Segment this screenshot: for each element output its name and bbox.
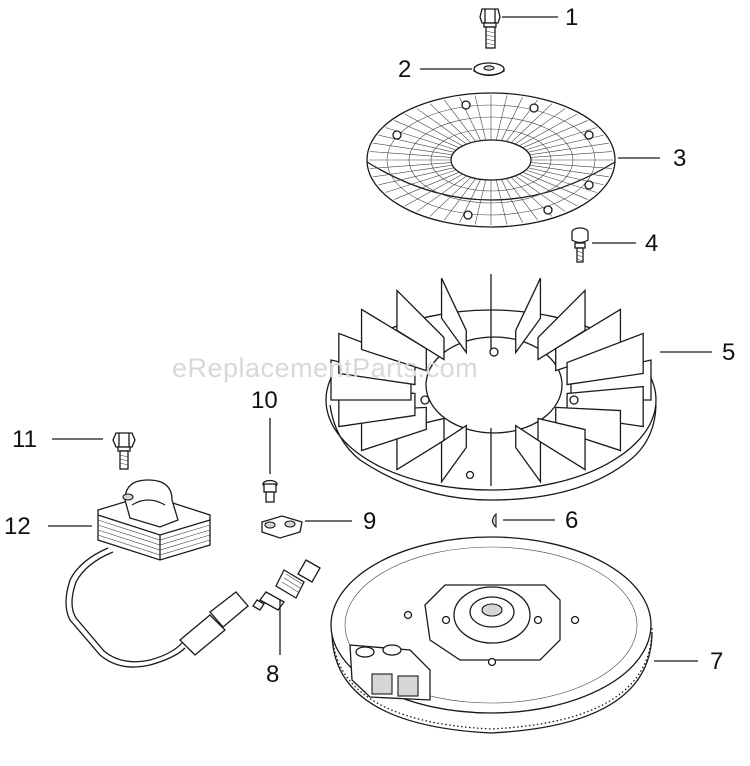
screen-spoke (373, 142, 453, 156)
screen-spoke (474, 179, 487, 225)
screen-spoke (495, 95, 508, 141)
screen-spoke (444, 178, 476, 221)
screen-spoke (370, 151, 452, 158)
leader-lines (48, 16, 712, 662)
screen-spoke (474, 95, 487, 141)
screen-spoke (378, 167, 455, 186)
screen-spoke (519, 113, 578, 147)
fan-blade (515, 277, 542, 355)
screen-spoke (394, 120, 460, 149)
callout-3[interactable]: 3 (673, 145, 687, 172)
callout-4[interactable]: 4 (645, 230, 659, 257)
callout-8[interactable]: 8 (266, 661, 280, 688)
screen-spoke (416, 175, 467, 212)
screen-spoke (506, 178, 538, 221)
screen-spoke (530, 151, 612, 158)
callout-5[interactable]: 5 (722, 339, 736, 366)
ignition-module-icon (65, 479, 249, 668)
screen-spoke (394, 171, 460, 200)
screen-spoke (370, 162, 452, 169)
key-icon (491, 512, 497, 529)
clip-icon (261, 515, 303, 539)
screen-spoke (515, 175, 566, 212)
fan-blade (555, 406, 622, 452)
screen-spoke (525, 127, 597, 151)
screen-spoke (416, 108, 467, 145)
screen-spoke (522, 171, 588, 200)
fan-blade (537, 417, 586, 471)
screen-spoke (522, 120, 588, 149)
fan-icon (325, 274, 657, 501)
callout-1[interactable]: 1 (565, 4, 579, 31)
spark-plug-icon (252, 559, 321, 611)
screw-icon (571, 227, 589, 263)
screen-disc-icon (366, 92, 616, 228)
screen-spoke (515, 108, 566, 145)
watermark-text: eReplacementParts.com (172, 353, 479, 383)
bolt-icon (479, 8, 501, 49)
screen-spoke (525, 169, 597, 193)
callout-11[interactable]: 11 (12, 426, 37, 453)
callout-12[interactable]: 12 (4, 513, 31, 540)
screen-spoke (385, 169, 457, 193)
bolt-icon (112, 432, 136, 470)
flywheel-icon (330, 536, 653, 734)
screen-spoke (373, 164, 453, 178)
screen-spoke (429, 103, 472, 143)
fan-blade (440, 277, 467, 355)
callout-6[interactable]: 6 (565, 507, 579, 534)
fan-blade (396, 288, 445, 361)
screen-spoke (378, 134, 455, 153)
screen-spoke (530, 162, 612, 169)
screen-spoke (501, 179, 523, 223)
washer-icon (473, 62, 505, 77)
fan-blade (360, 308, 427, 372)
callout-10[interactable]: 10 (251, 387, 278, 414)
screen-spoke (429, 177, 472, 217)
screen-spoke (529, 164, 609, 178)
fan-blade (515, 424, 542, 484)
screw-icon (262, 479, 278, 503)
fan-blade (566, 332, 644, 386)
screen-spoke (404, 113, 463, 147)
screen-spoke (444, 99, 476, 142)
callout-2[interactable]: 2 (398, 56, 412, 83)
screen-spoke (495, 179, 508, 225)
screen-spoke (529, 142, 609, 156)
screen-spoke (510, 103, 553, 143)
fan-blade (338, 332, 416, 386)
screen-spoke (501, 97, 523, 141)
callout-9[interactable]: 9 (363, 508, 377, 535)
screen-spoke (459, 179, 481, 223)
screen-spoke (404, 173, 463, 207)
callout-7[interactable]: 7 (710, 648, 724, 675)
screen-spoke (519, 173, 578, 207)
